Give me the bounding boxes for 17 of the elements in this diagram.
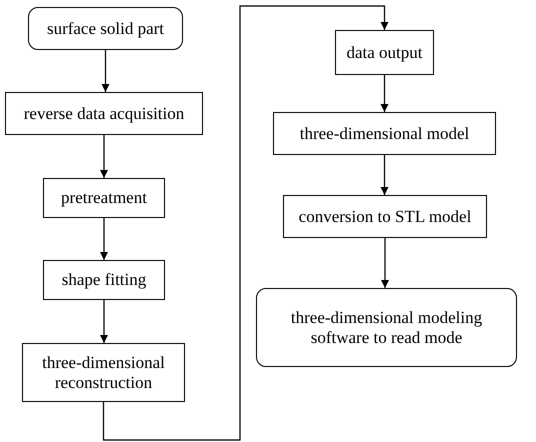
process-box: three-dimensional reconstruction [22, 343, 185, 402]
rounded-box: three-dimensional modeling software to read mode [256, 288, 517, 367]
arrow [100, 218, 108, 260]
process-box: data output [335, 30, 434, 75]
rounded-box: surface solid part [28, 7, 183, 50]
arrow [102, 5, 388, 441]
process-box: reverse data acquisition [5, 92, 203, 135]
arrow [380, 155, 388, 195]
arrow [102, 50, 110, 92]
process-box: conversion to STL model [283, 195, 487, 238]
process-box: shape fitting [43, 260, 165, 300]
arrow [100, 135, 108, 178]
arrow [100, 300, 108, 343]
process-box: pretreatment [43, 178, 165, 218]
arrow [381, 238, 389, 288]
arrow [380, 75, 388, 112]
process-box: three-dimensional model [273, 112, 496, 155]
